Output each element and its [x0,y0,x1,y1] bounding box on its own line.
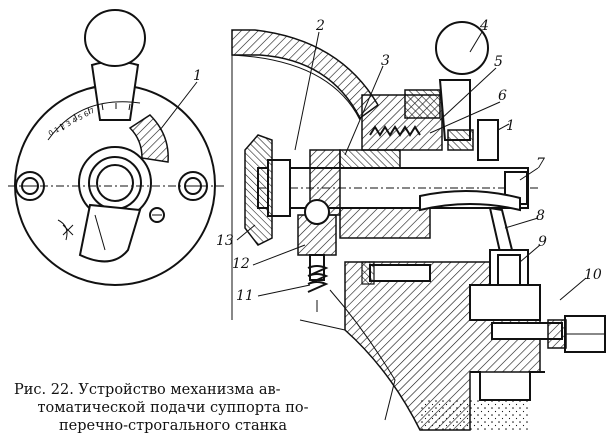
callout-13: 13 [216,233,234,249]
callout-5: 5 [494,54,503,70]
leader-lines [159,31,587,301]
figure-caption: Рис. 22. Устройство механизма ав- томати… [14,381,332,435]
callout-9: 9 [538,234,547,250]
caption-line: томатической подачи суппорта по- [37,400,309,416]
callout-3: 3 [381,53,390,69]
callout-4: 4 [479,18,489,34]
callout-6: 6 [498,88,507,104]
callout-11: 11 [236,288,254,304]
callout-12: 12 [232,256,250,272]
caption-line: Рис. 22. Устройство механизма ав- [14,382,281,398]
front-view-dial: 0 1 2 3 4 5 6 7 [8,9,225,286]
callout-7: 7 [536,156,545,172]
callout-2: 2 [315,18,325,34]
caption-line: перечно-строгального станка [59,418,287,434]
callout-8: 8 [536,208,545,224]
section-view [231,21,606,431]
callout-labels: 1 2 3 4 5 6 1 7 8 9 10 11 12 13 [193,18,602,304]
callout-10: 10 [584,267,602,283]
callout-1-right: 1 [506,118,515,134]
callout-1-left: 1 [193,68,202,84]
